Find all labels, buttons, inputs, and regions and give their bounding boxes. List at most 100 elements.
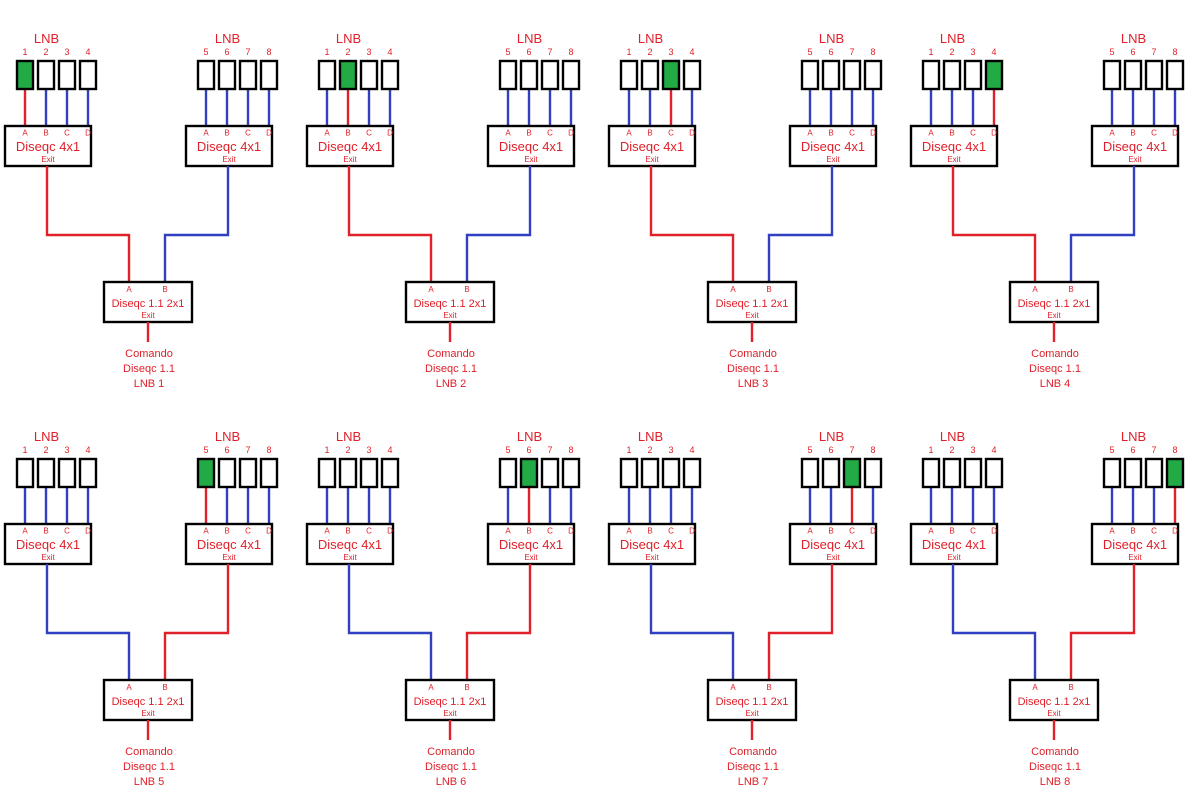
diseqc-input-label: A	[505, 129, 511, 138]
diseqc-exit-label: Exit	[645, 155, 659, 164]
diseqc-4x1-label: Diseqc 4x1	[16, 537, 80, 552]
lnb-title: LNB	[336, 31, 361, 46]
lnb-title: LNB	[638, 429, 663, 444]
diseqc-input-label: A	[626, 129, 632, 138]
diseqc-2x1-exit-label: Exit	[443, 311, 457, 320]
command-label: Comando	[729, 746, 777, 758]
diseqc-4x1-label: Diseqc 4x1	[197, 139, 261, 154]
lnb-port	[317, 457, 337, 489]
command-lnb-label: LNB 5	[134, 776, 165, 788]
port-number: 4	[689, 47, 694, 57]
port-number: 6	[1130, 47, 1135, 57]
diseqc-input-label: D	[85, 129, 91, 138]
port-number: 7	[245, 445, 250, 455]
diseqc-input-label: D	[689, 527, 695, 536]
diseqc-4x1-label: Diseqc 4x1	[620, 139, 684, 154]
lnb-port	[217, 457, 237, 489]
lnb-port	[800, 59, 820, 91]
port-number: 6	[526, 445, 531, 455]
diseqc-2x1-input-a: A	[1032, 683, 1038, 692]
diseqc-input-label: A	[324, 527, 330, 536]
lnb-port	[36, 59, 56, 91]
lnb-port	[338, 457, 358, 489]
port-number: 6	[224, 47, 229, 57]
lnb-title: LNB	[215, 31, 240, 46]
lnb-port-selected	[519, 457, 539, 489]
command-protocol-label: Diseqc 1.1	[425, 761, 477, 773]
diseqc-exit-label: Exit	[826, 155, 840, 164]
lnb-port	[863, 59, 883, 91]
port-number: 3	[64, 445, 69, 455]
diseqc-input-label: B	[1130, 129, 1135, 138]
lnb-port	[984, 457, 1004, 489]
diseqc-input-label: C	[245, 129, 251, 138]
diseqc-2x1-box	[102, 280, 194, 324]
diseqc-input-label: B	[828, 129, 833, 138]
diseqc-exit-label: Exit	[222, 155, 236, 164]
diseqc-2x1-input-b: B	[464, 285, 469, 294]
diseqc-2x1-box	[404, 280, 496, 324]
diseqc-input-label: C	[245, 527, 251, 536]
port-number: 2	[647, 47, 652, 57]
diseqc-4x1-box	[1090, 522, 1180, 566]
lnb-port	[963, 59, 983, 91]
lnb-title: LNB	[819, 31, 844, 46]
lnb-title: LNB	[517, 429, 542, 444]
diseqc-2x1-input-b: B	[1068, 285, 1073, 294]
port-number: 3	[970, 47, 975, 57]
diseqc-2x1-input-a: A	[1032, 285, 1038, 294]
port-number: 5	[505, 445, 510, 455]
lnb-port-selected	[661, 59, 681, 91]
diseqc-2x1-label: Diseqc 1.1 2x1	[1018, 298, 1091, 310]
lnb-port	[359, 59, 379, 91]
diseqc-4x1-label: Diseqc 4x1	[801, 537, 865, 552]
port-number: 5	[1109, 47, 1114, 57]
diseqc-2x1-input-b: B	[464, 683, 469, 692]
port-number: 2	[647, 445, 652, 455]
diseqc-input-label: D	[387, 527, 393, 536]
lnb-port	[380, 59, 400, 91]
diseqc-4x1-box	[788, 124, 878, 168]
lnb-port	[1123, 59, 1143, 91]
port-number: 4	[85, 47, 90, 57]
lnb-port	[640, 457, 660, 489]
port-number: 8	[870, 445, 875, 455]
diseqc-input-label: D	[870, 527, 876, 536]
diseqc-4x1-label: Diseqc 4x1	[1103, 537, 1167, 552]
port-number: 8	[1172, 445, 1177, 455]
command-lnb-label: LNB 7	[738, 776, 769, 788]
diseqc-input-label: B	[828, 527, 833, 536]
diseqc-2x1-box	[1008, 678, 1100, 722]
diseqc-input-label: A	[1109, 527, 1115, 536]
port-number: 4	[991, 47, 996, 57]
diseqc-input-label: A	[22, 527, 28, 536]
diseqc-2x1-box	[1008, 280, 1100, 324]
command-protocol-label: Diseqc 1.1	[425, 363, 477, 375]
port-number: 6	[1130, 445, 1135, 455]
diseqc-4x1-box	[909, 522, 999, 566]
port-number: 1	[22, 47, 27, 57]
diseqc-exit-label: Exit	[947, 553, 961, 562]
diseqc-input-label: B	[345, 527, 350, 536]
diseqc-exit-label: Exit	[343, 155, 357, 164]
diseqc-input-label: B	[526, 527, 531, 536]
wire-to-input-a	[45, 166, 131, 282]
diseqc-4x1-box	[3, 124, 93, 168]
command-lnb-label: LNB 2	[436, 378, 467, 390]
diseqc-4x1-label: Diseqc 4x1	[922, 139, 986, 154]
command-protocol-label: Diseqc 1.1	[1029, 363, 1081, 375]
diseqc-input-label: C	[668, 129, 674, 138]
diseqc-input-label: A	[807, 527, 813, 536]
lnb-title: LNB	[1121, 31, 1146, 46]
diseqc-exit-label: Exit	[41, 553, 55, 562]
lnb-port	[540, 59, 560, 91]
wire-to-input-a	[649, 564, 735, 680]
lnb-port	[800, 457, 820, 489]
diseqc-4x1-box	[607, 522, 697, 566]
lnb-port-selected	[984, 59, 1004, 91]
